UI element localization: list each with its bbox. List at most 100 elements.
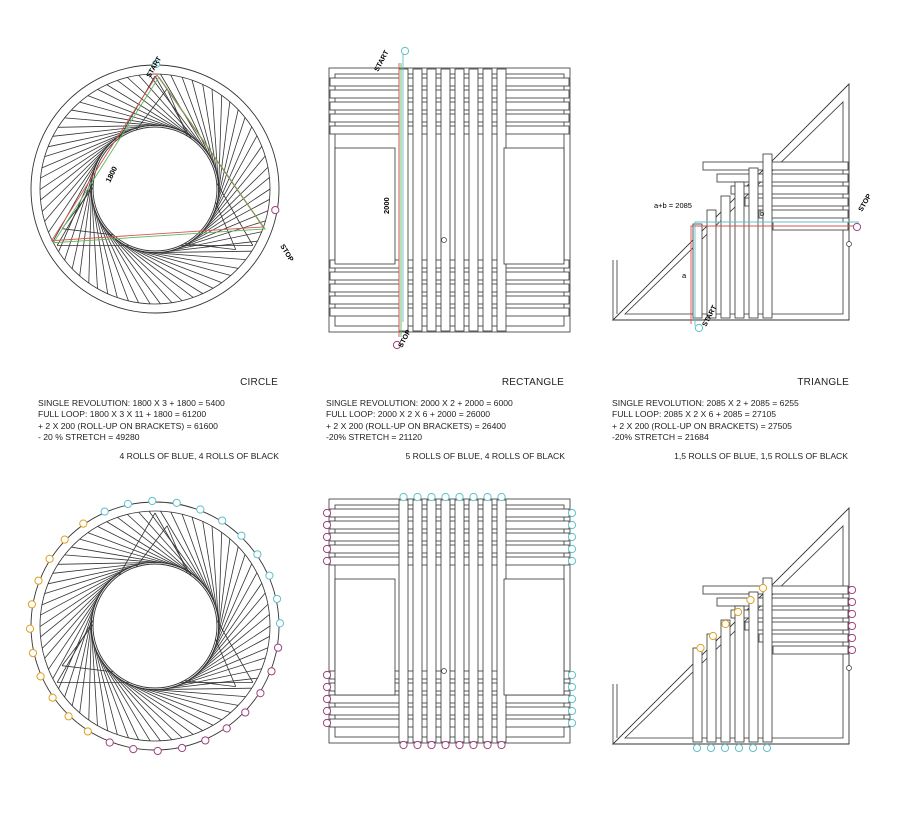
weave-band-edge: [198, 155, 266, 236]
weave-band-edge: [41, 138, 116, 212]
center-hole: [441, 668, 447, 674]
vertical-band: [412, 499, 423, 743]
tension-marker: [847, 597, 857, 607]
weave-band-edge: [160, 668, 262, 691]
circle-center-opening: [92, 563, 218, 689]
tension-marker: [847, 633, 857, 643]
tension-marker: [222, 724, 231, 733]
rectangle-weave-diagram-top: [328, 46, 571, 350]
tension-marker: [696, 643, 705, 653]
weave-band-edge: [71, 109, 174, 129]
weave-band-edge: [202, 146, 263, 232]
tension-marker: [708, 631, 718, 641]
tension-marker: [151, 59, 161, 69]
triangle-calculation: SINGLE REVOLUTION: 2085 X 2 + 2085 = 625…: [612, 398, 799, 443]
tension-marker: [237, 531, 246, 540]
weave-band-edge: [148, 510, 211, 595]
weave-band-edge: [136, 686, 239, 706]
weave-band-edge: [106, 230, 183, 302]
weave-band-edge: [178, 198, 270, 249]
tension-marker: [413, 492, 422, 502]
tension-marker: [123, 499, 133, 509]
tension-marker: [400, 46, 410, 56]
tension-marker: [196, 505, 205, 514]
circle-weave-diagram-top: [30, 59, 280, 314]
weave-band-edge: [127, 77, 204, 148]
weave-band-edge: [64, 117, 168, 127]
tension-marker: [567, 682, 577, 692]
weave-band-edge: [79, 101, 180, 131]
tension-marker: [847, 645, 857, 655]
triangle-b-label: b: [760, 209, 764, 218]
weave-band-edge: [212, 117, 246, 216]
triangle-weave-diagram-top: [611, 82, 862, 333]
rectangle-calc-line: -20% STRETCH = 21120: [326, 431, 423, 442]
vertical-band: [748, 167, 759, 319]
tension-marker: [45, 554, 54, 563]
weave-band-edge: [41, 575, 116, 649]
weave-band-edge: [39, 131, 126, 190]
tension-marker: [734, 743, 744, 753]
triangle-sum-label: a+b = 2085: [654, 201, 692, 210]
tension-marker: [852, 222, 862, 232]
vertical-band: [482, 68, 493, 332]
weave-band-edge: [154, 240, 258, 254]
vertical-band: [692, 223, 703, 319]
side-panel-left: [334, 147, 396, 265]
tension-marker: [441, 492, 450, 502]
tension-marker: [64, 712, 73, 721]
weave-band-edge: [181, 77, 218, 175]
weave-band-edge: [212, 554, 246, 653]
weave-band-edge: [211, 89, 220, 193]
vertical-band: [468, 68, 479, 332]
tension-marker: [413, 740, 422, 750]
weave-band-edge: [79, 538, 180, 568]
weave-band-edge: [114, 238, 203, 294]
circle-calculation: SINGLE REVOLUTION: 1800 X 3 + 1800 = 540…: [38, 398, 225, 443]
tension-marker: [129, 745, 138, 754]
tension-marker: [265, 571, 274, 580]
vertical-band: [468, 499, 479, 743]
weave-band-edge: [106, 84, 195, 140]
weave-band-edge: [92, 640, 129, 739]
triangle-a-label: a: [682, 271, 687, 280]
weave-band-edge: [71, 546, 174, 566]
weave-band-edge: [193, 166, 269, 240]
tension-marker: [271, 205, 280, 215]
triangle-frame-outer: [611, 82, 850, 321]
vertical-band: [734, 605, 745, 743]
tension-marker: [105, 738, 114, 747]
tension-marker: [322, 694, 332, 704]
weave-band-edge: [206, 572, 258, 664]
rectangle-rolls-note: 5 ROLLS OF BLUE, 4 ROLLS OF BLACK: [405, 451, 565, 461]
weave-band-edge: [91, 197, 118, 298]
tension-marker: [483, 492, 492, 502]
tension-marker: [253, 550, 262, 559]
vertical-band: [762, 153, 773, 319]
route-path: [694, 221, 859, 326]
weave-band-edge: [88, 616, 93, 721]
triangle-rolls-note: 1,5 ROLLS OF BLUE, 1,5 ROLLS OF BLACK: [674, 451, 848, 461]
tension-marker: [399, 740, 408, 750]
triangle-weave-diagram-markers: [611, 506, 857, 753]
weave-band-edge: [39, 568, 126, 627]
weave-band-edge: [160, 231, 262, 254]
weave-band-edge: [166, 657, 266, 690]
weave-band-edge: [96, 215, 151, 305]
tension-marker: [322, 508, 332, 518]
triangle-calc-line: + 2 X 200 (ROLL-UP ON BRACKETS) = 27505: [612, 420, 792, 431]
horizontal-band: [730, 185, 849, 195]
weave-band-edge: [211, 526, 220, 630]
triangle-frame-inner: [624, 525, 844, 739]
tension-marker: [758, 583, 768, 593]
weave-band-edge: [131, 684, 231, 713]
vertical-band: [762, 577, 773, 743]
frame-hole: [846, 241, 852, 247]
weave-band-edge: [202, 521, 220, 624]
vertical-band: [440, 499, 451, 743]
tension-marker: [256, 689, 265, 698]
tension-marker: [567, 556, 577, 566]
circle-calc-line: - 20 % STRETCH = 49280: [38, 431, 140, 442]
weave-band-edge: [47, 124, 150, 148]
weave-band-edge: [90, 191, 109, 294]
